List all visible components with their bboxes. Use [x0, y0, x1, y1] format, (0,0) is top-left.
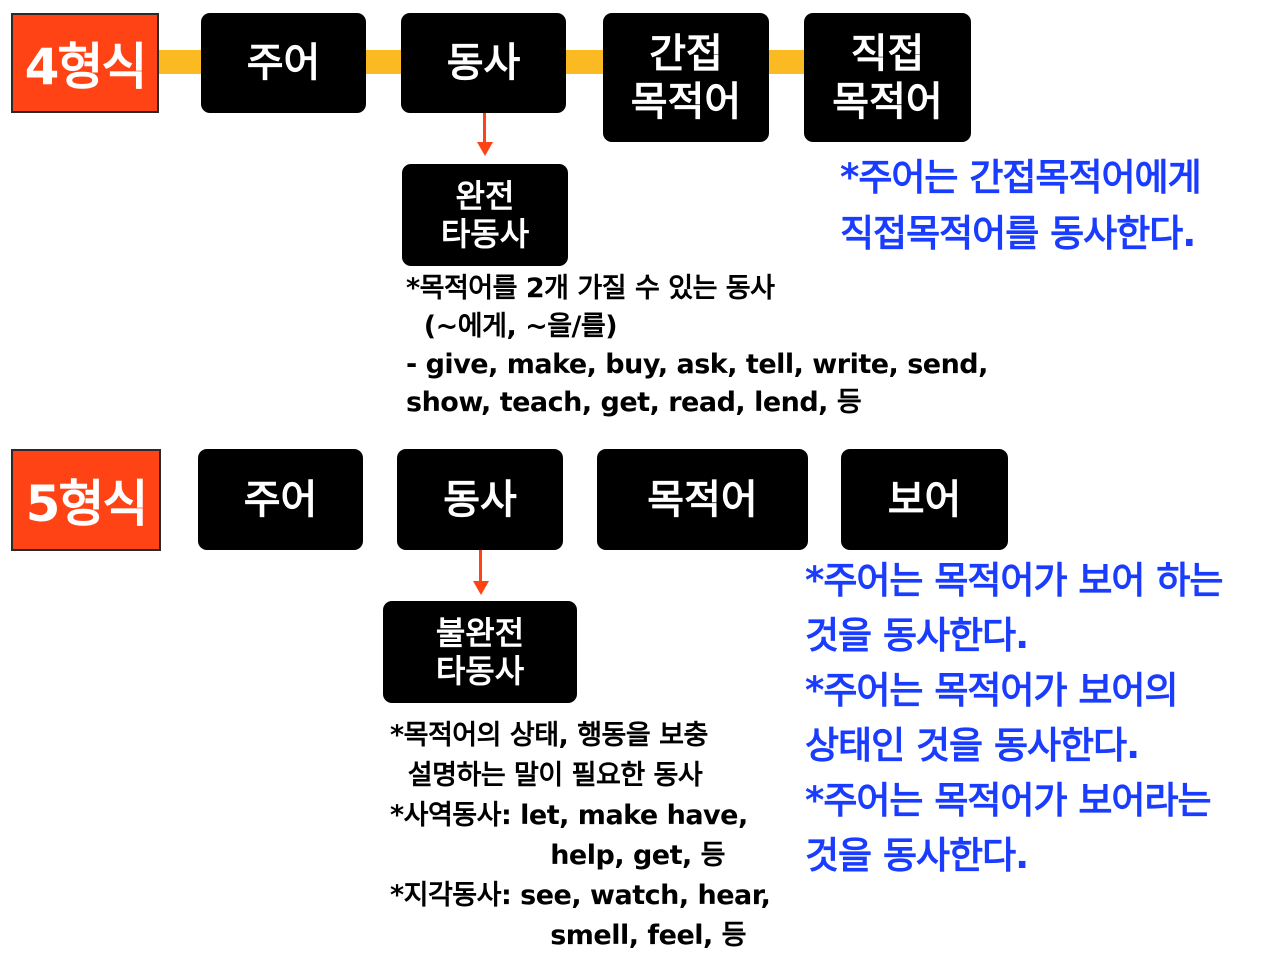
- form5-subject-label: 주어: [243, 476, 318, 523]
- form4-subject-label: 주어: [246, 40, 321, 86]
- form4-meaning: *주어는 간접목적어에게 직접목적어를 동사한다.: [840, 156, 1202, 255]
- form5-complement-label: 보어: [887, 476, 962, 523]
- form4-indirect-object-label: 간접 목적어: [630, 30, 742, 125]
- form5-arrow-line: [479, 550, 482, 582]
- form4-direct-object-label: 직접 목적어: [832, 30, 943, 125]
- form5-notes: *목적어의 상태, 행동을 보충 설명하는 말이 필요한 동사 *사역동사: l…: [390, 720, 771, 951]
- form4-arrow-head: [477, 142, 493, 156]
- form4-verb-type-label: 완전 타동사: [440, 176, 530, 253]
- form5-verb-box: 동사: [397, 449, 563, 550]
- form5-verb-type-box: 불완전 타동사: [383, 601, 577, 703]
- form5-object-box: 목적어: [597, 449, 808, 550]
- form5-arrow-head: [473, 581, 489, 595]
- form4-verb-box: 동사: [401, 13, 566, 113]
- form5-complement-box: 보어: [841, 449, 1008, 550]
- form4-direct-object-box: 직접 목적어: [804, 13, 971, 142]
- form4-label: 4형식: [11, 13, 159, 113]
- form4-subject-box: 주어: [201, 13, 366, 113]
- form4-verb-label: 동사: [446, 40, 521, 86]
- form5-verb-type-label: 불완전 타동사: [435, 613, 525, 690]
- form5-meaning: *주어는 목적어가 보어 하는 것을 동사한다. *주어는 목적어가 보어의 상…: [805, 559, 1223, 877]
- form5-subject-box: 주어: [198, 449, 363, 550]
- form4-verb-type-box: 완전 타동사: [402, 164, 568, 266]
- form5-object-label: 목적어: [647, 476, 758, 523]
- form4-arrow-line: [483, 113, 486, 143]
- form4-notes: *목적어를 2개 가질 수 있는 동사 (~에게, ~을/를) - give, …: [406, 273, 988, 418]
- form4-indirect-object-box: 간접 목적어: [603, 13, 769, 142]
- form5-label: 5형식: [11, 449, 161, 551]
- form5-verb-label: 동사: [443, 476, 517, 523]
